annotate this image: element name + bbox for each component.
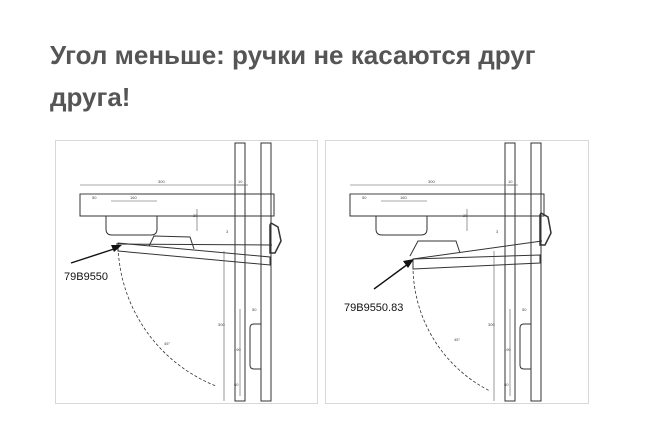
dim-angle: 45° [164,341,170,346]
dim-left: 50 [362,195,367,200]
dim-mid: 160 [400,195,407,200]
dim-side-a: 50 [252,307,257,312]
dim-right: 10 [508,179,513,184]
tabletop [349,193,545,217]
dim-angle: 45° [454,337,460,342]
callout-label: 79B9550 [64,271,108,283]
callout-label: 79B9550.83 [344,302,403,314]
callout-arrowhead [111,245,122,252]
dim-top: 300 [158,179,165,184]
cabinet-side-panel-outer [260,142,272,402]
cabinet-side-panel-inner [234,142,246,402]
swing-arc [412,265,491,392]
handle-left [105,216,158,236]
callout-arrow [70,247,118,264]
callout-arrow [373,263,409,290]
callout-arrowhead [403,259,414,268]
hinge [269,221,282,254]
hinge-diagram-left: 300 50 160 10 20 3 300 50 190 50 45° 79B… [64,142,282,402]
dim-side-c: 50 [234,382,239,387]
page-title: Угол меньше: ручки не касаются друг друг… [50,40,536,112]
hinge-diagram-right: 300 50 160 10 20 3 300 50 190 50 45° 79B… [344,142,552,402]
dim-mid: 160 [130,195,137,200]
dim-side-c: 50 [504,382,509,387]
handle-door [148,235,195,250]
dim-side-total: 300 [218,322,225,327]
handle-side [249,323,261,370]
cabinet-side-panel-outer [530,142,542,402]
drawing-panel-right: 300 50 160 10 20 3 300 50 190 50 45° 79B… [325,140,589,404]
door-panel-rotated [412,254,541,270]
swing-arc [117,242,217,387]
dim-v1: 20 [463,213,468,218]
handle-left [375,216,428,236]
tabletop [79,193,275,217]
dim-v1: 20 [193,213,198,218]
dim-side-b: 190 [504,347,511,352]
door-panel [412,240,543,260]
hinge [539,211,552,246]
handle-side [519,323,531,370]
door-panel [115,243,273,246]
dim-v2: 3 [226,229,229,234]
dim-side-a: 50 [522,307,527,312]
drawing-panel-left: 300 50 160 10 20 3 300 50 190 50 45° 79B… [55,140,318,404]
handle-door [409,240,461,257]
dim-side-total: 300 [488,322,495,327]
dim-left: 50 [92,195,97,200]
dim-right: 10 [238,179,243,184]
cabinet-side-panel-inner [504,142,516,402]
door-panel-rotated [117,242,271,266]
dim-top: 300 [428,179,435,184]
dim-side-b: 190 [234,347,241,352]
dim-v2: 3 [496,229,499,234]
